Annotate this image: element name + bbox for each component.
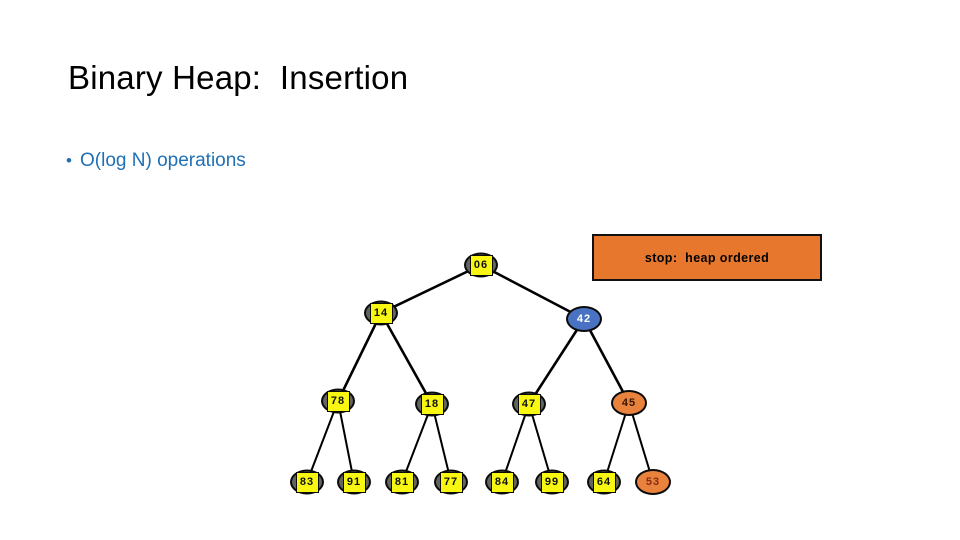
node-label: 81 [390,471,414,493]
tree-node-45[interactable]: 45 [609,388,649,418]
tree-node-42[interactable]: 42 [564,304,604,334]
tree-edge [380,263,482,315]
node-label: 84 [490,471,514,493]
callout-label: stop: heap ordered [644,250,770,265]
tree-node-99[interactable]: 99 [532,467,572,497]
node-label: 91 [342,471,366,493]
node-label: 14 [369,302,393,324]
tree-edge [501,403,530,483]
node-label: 64 [592,471,616,493]
node-label: 99 [540,471,564,493]
tree-node-84[interactable]: 84 [482,467,522,497]
tree-edge [401,403,433,483]
node-label: 06 [469,254,493,276]
tree-edge [527,318,586,405]
node-label: 45 [621,397,637,409]
page-title: Binary Heap: Insertion [68,59,409,96]
tree-node-47[interactable]: 47 [509,389,549,419]
bullet-list: • O(log N) operations [66,148,486,174]
tree-edge [379,312,434,405]
tree-edge [431,403,452,483]
tree-edge [582,318,631,404]
bullet-dot-icon: • [66,151,72,170]
tree-node-81[interactable]: 81 [382,467,422,497]
tree-edge [628,402,654,483]
tree-node-14[interactable]: 14 [361,298,401,328]
tree-node-78[interactable]: 78 [318,386,358,416]
tree-edge [306,400,339,483]
node-label: 53 [645,476,661,488]
tree-node-53[interactable]: 53 [633,467,673,497]
bullet-item-label: O(log N) operations [80,150,246,171]
callout-box: stop: heap ordered [592,234,822,281]
tree-edge [480,263,585,321]
node-label: 78 [326,390,350,412]
node-label: 83 [295,471,319,493]
node-label: 18 [420,393,444,415]
tree-node-91[interactable]: 91 [334,467,374,497]
tree-node-64[interactable]: 64 [584,467,624,497]
tree-node-83[interactable]: 83 [287,467,327,497]
tree-edge [336,312,383,402]
tree-node-06[interactable]: 06 [461,250,501,280]
tree-node-77[interactable]: 77 [431,467,471,497]
node-label: 77 [439,471,463,493]
node-ellipse [611,390,647,416]
node-ellipse [635,469,671,495]
tree-edge [603,402,630,483]
tree-node-18[interactable]: 18 [412,389,452,419]
tree-edge [528,403,553,483]
node-ellipse [566,306,602,332]
list-item: • O(log N) operations [66,148,486,174]
node-label: 47 [517,393,541,415]
node-label: 42 [576,313,592,325]
tree-edge [337,400,355,483]
